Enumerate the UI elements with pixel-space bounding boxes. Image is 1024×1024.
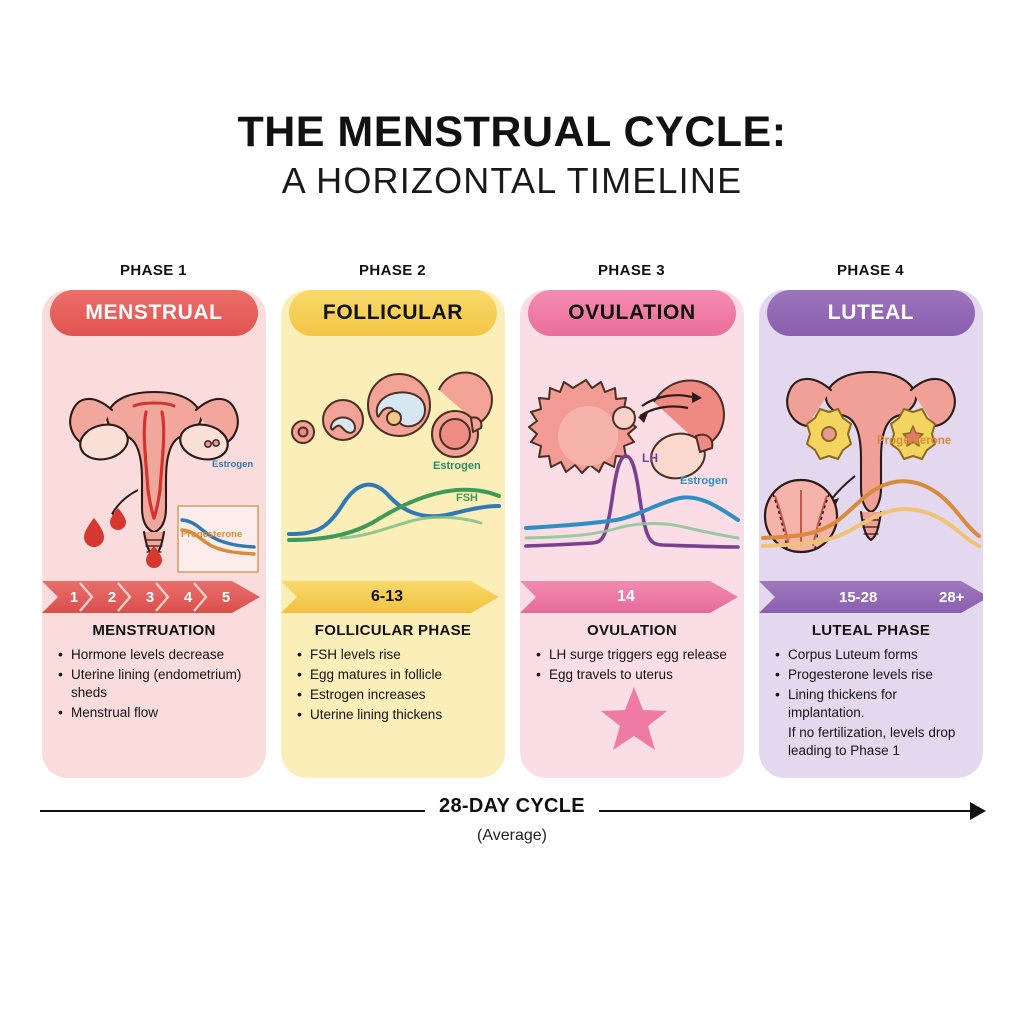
phase-2-legend-fsh: FSH	[456, 492, 478, 504]
list-item: Egg matures in follicle	[297, 665, 495, 684]
phase-1-body: MENSTRUATION Hormone levels decrease Ute…	[42, 622, 266, 724]
phase-4-legend-progesterone: Progesterone	[877, 435, 952, 447]
phase-4-bullet-list: Corpus Luteum forms Progesterone levels …	[769, 645, 973, 760]
phase-2-legend-estrogen: Estrogen	[433, 460, 481, 472]
phase-2-day-band[interactable]: 6-13	[281, 579, 505, 615]
list-item: If no fertilization, levels drop leading…	[788, 724, 956, 758]
phase-2-kicker: PHASE 2	[359, 262, 426, 279]
list-item: Estrogen increases	[297, 685, 495, 704]
phase-3-day-band[interactable]: 14	[520, 579, 744, 615]
phase-card-follicular[interactable]: PHASE 2 FOLLICULAR	[281, 262, 505, 782]
phase-4-kicker: PHASE 4	[837, 262, 904, 279]
list-item: Uterine lining (endometrium) sheds	[58, 665, 256, 702]
list-item: Progesterone levels rise	[775, 665, 973, 684]
phase-3-card-body: OVULATION	[520, 290, 744, 778]
phase-timeline: PHASE 1 MENSTRUAL	[42, 262, 983, 782]
list-item: Egg travels to uterus	[536, 665, 734, 684]
phase-2-illustration: Estrogen FSH	[281, 340, 505, 580]
phase-4-body: LUTEAL PHASE Corpus Luteum forms Progest…	[759, 622, 983, 762]
phase-4-hormone-graph	[761, 479, 981, 548]
phase-card-luteal[interactable]: PHASE 4 LUTEAL	[759, 262, 983, 782]
phase-1-legend-estrogen: Estrogen	[212, 459, 254, 470]
phase-3-body-title: OVULATION	[587, 622, 677, 639]
phase-2-body-title: FOLLICULAR PHASE	[314, 622, 472, 639]
phase-1-legend-progesterone: Progesterone	[181, 529, 243, 540]
title-subtitle: A HORIZONTAL TIMELINE	[281, 160, 743, 202]
phase-1-hormone-graph	[177, 505, 259, 573]
phase-2-bullet-list: FSH levels rise Egg matures in follicle …	[291, 645, 495, 724]
phase-1-card-body: MENSTRUAL	[42, 290, 266, 778]
phase-1-bullet-list: Hormone levels decrease Uterine lining (…	[52, 645, 256, 722]
phase-1-day-1: 1	[69, 588, 79, 606]
phase-3-name: OVULATION	[568, 301, 696, 324]
star-icon	[598, 685, 670, 760]
phase-1-kicker: PHASE 1	[120, 262, 187, 279]
phase-3-name-pill[interactable]: OVULATION	[528, 290, 736, 336]
phase-1-day-4: 4	[183, 588, 193, 606]
phase-1-body-title: MENSTRUATION	[92, 622, 216, 639]
phase-4-body-title: LUTEAL PHASE	[811, 622, 931, 639]
phase-3-legend-estrogen: Estrogen	[680, 475, 728, 487]
phase-4-day-range: 15-28	[839, 588, 878, 606]
list-item: FSH levels rise	[297, 645, 495, 664]
list-item: LH surge triggers egg release	[536, 645, 734, 664]
phase-2-name-pill[interactable]: FOLLICULAR	[289, 290, 497, 336]
phase-3-kicker: PHASE 3	[598, 262, 665, 279]
phase-3-hormone-graph	[524, 454, 740, 549]
phase-3-day-range: 14	[617, 588, 635, 605]
phase-3-body: OVULATION LH surge triggers egg release …	[520, 622, 744, 686]
phase-3-legend-lh: LH	[642, 451, 658, 465]
phase-1-name-pill[interactable]: MENSTRUAL	[50, 290, 258, 336]
phase-4-day-overflow: 28+	[939, 588, 965, 606]
cycle-duration-footer: 28-DAY CYCLE (Average)	[40, 795, 986, 855]
phase-2-body: FOLLICULAR PHASE FSH levels rise Egg mat…	[281, 622, 505, 726]
phase-2-hormone-graph	[287, 482, 501, 542]
phase-card-menstrual[interactable]: PHASE 1 MENSTRUAL	[42, 262, 266, 782]
list-item: Uterine lining thickens	[297, 705, 495, 724]
phase-1-day-2: 2	[107, 588, 117, 606]
phase-1-day-5: 5	[221, 588, 231, 606]
phase-4-illustration: Progesterone	[759, 340, 983, 580]
phase-1-day-3: 3	[145, 588, 155, 606]
phase-1-name: MENSTRUAL	[85, 301, 223, 324]
phase-1-day-band[interactable]: 1 2 3 4 5	[42, 579, 266, 615]
list-item: Corpus Luteum forms	[775, 645, 973, 664]
phase-3-illustration: LH Estrogen	[520, 340, 744, 580]
phase-3-bullet-list: LH surge triggers egg release Egg travel…	[530, 645, 734, 684]
right-arrow-icon	[970, 802, 986, 820]
cycle-length-label: 28-DAY CYCLE	[425, 795, 599, 818]
phase-4-day-band[interactable]: 15-28 28+	[759, 579, 983, 615]
phase-4-card-body: LUTEAL	[759, 290, 983, 778]
phase-card-ovulation[interactable]: PHASE 3 OVULATION	[520, 262, 744, 782]
phase-2-card-body: FOLLICULAR	[281, 290, 505, 778]
phase-4-name-pill[interactable]: LUTEAL	[767, 290, 975, 336]
cycle-length-sublabel: (Average)	[477, 827, 547, 844]
page-title: THE MENSTRUAL CYCLE: A HORIZONTAL TIMELI…	[0, 108, 1024, 202]
footer-label-wrap: 28-DAY CYCLE	[40, 795, 984, 818]
list-item: Lining thickens for implantation.	[775, 685, 973, 722]
phase-4-name: LUTEAL	[827, 301, 915, 324]
list-item: Hormone levels decrease	[58, 645, 256, 664]
phase-2-name: FOLLICULAR	[322, 301, 464, 324]
list-item: Menstrual flow	[58, 703, 256, 722]
phase-2-day-range: 6-13	[370, 588, 404, 605]
phase-1-illustration: Estrogen Progesterone	[42, 340, 266, 580]
title-main: THE MENSTRUAL CYCLE:	[237, 108, 787, 156]
